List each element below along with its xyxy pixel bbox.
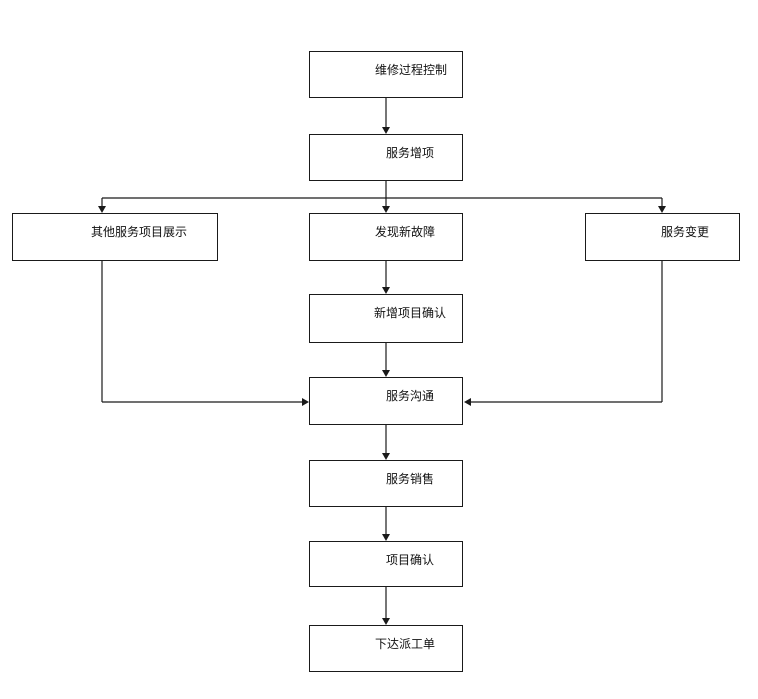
node-label: 新增项目确认 bbox=[374, 306, 447, 320]
node-label: 服务变更 bbox=[661, 225, 710, 239]
node-service-change: 服务变更 bbox=[585, 213, 740, 261]
node-other-services-display: 其他服务项目展示 bbox=[12, 213, 218, 261]
node-label: 下达派工单 bbox=[375, 637, 436, 651]
arrowhead-communication bbox=[382, 370, 390, 377]
node-service-communication: 服务沟通 bbox=[309, 377, 463, 425]
arrowhead-other bbox=[98, 206, 106, 213]
arrowhead-change bbox=[658, 206, 666, 213]
node-maintenance-control: 维修过程控制 bbox=[309, 51, 463, 98]
node-new-item-confirm: 新增项目确认 bbox=[309, 294, 463, 343]
arrowhead-addition bbox=[382, 127, 390, 134]
arrowhead-workorder bbox=[382, 618, 390, 625]
node-new-fault-found: 发现新故障 bbox=[309, 213, 463, 261]
node-service-addition: 服务增项 bbox=[309, 134, 463, 181]
node-service-sales: 服务销售 bbox=[309, 460, 463, 507]
node-label: 发现新故障 bbox=[375, 225, 436, 239]
node-label: 其他服务项目展示 bbox=[91, 225, 188, 239]
arrowhead-confirm bbox=[382, 534, 390, 541]
node-label: 服务销售 bbox=[386, 472, 435, 486]
arrowhead-fault bbox=[382, 206, 390, 213]
node-item-confirm: 项目确认 bbox=[309, 541, 463, 587]
node-label: 服务沟通 bbox=[386, 389, 435, 403]
arrowhead-communication-right bbox=[464, 398, 471, 406]
node-label: 维修过程控制 bbox=[375, 63, 448, 77]
arrowhead-newconfirm bbox=[382, 287, 390, 294]
arrowhead-sales bbox=[382, 453, 390, 460]
node-label: 服务增项 bbox=[386, 146, 435, 160]
node-label: 项目确认 bbox=[386, 553, 435, 567]
arrowhead-communication-left bbox=[302, 398, 309, 406]
node-issue-work-order: 下达派工单 bbox=[309, 625, 463, 672]
